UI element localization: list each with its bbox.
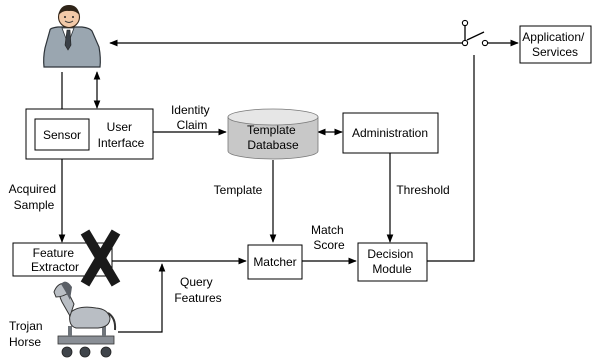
decision-module-box xyxy=(357,242,428,282)
template-database-label: Template Database xyxy=(247,123,299,152)
administration-box xyxy=(342,112,439,154)
template-database: Template Database xyxy=(227,108,319,160)
trojan-to-query-arrow xyxy=(118,263,166,333)
decision-to-switch-line xyxy=(427,55,475,262)
decision-module-label: Decision Module xyxy=(367,247,416,276)
query-features-label: Query Features xyxy=(174,275,221,305)
matcher-box xyxy=(247,244,303,280)
feature-extractor-label: Feature Extractor xyxy=(31,246,79,274)
trojan-horse-icon xyxy=(53,281,117,358)
threshold-label: Threshold xyxy=(396,183,449,197)
identity-claim-label: Identity Claim xyxy=(171,103,213,132)
person-icon xyxy=(43,5,101,68)
user-interface-label: User Interface xyxy=(98,120,145,150)
acquired-sample-label: Acquired Sample xyxy=(9,182,60,212)
sensor-box xyxy=(34,118,90,151)
x-mark-icon xyxy=(80,229,121,287)
template-label: Template xyxy=(214,183,263,197)
application-services-label: Application/ Services xyxy=(522,30,587,59)
application-services-box xyxy=(519,25,592,64)
sensor-label: Sensor xyxy=(43,128,81,142)
match-score-label: Match Score xyxy=(311,223,347,252)
trojan-horse-label: Trojan Horse xyxy=(9,319,46,349)
administration-label: Administration xyxy=(352,126,428,140)
switch-icon xyxy=(461,19,489,47)
matcher-label: Matcher xyxy=(253,255,296,269)
